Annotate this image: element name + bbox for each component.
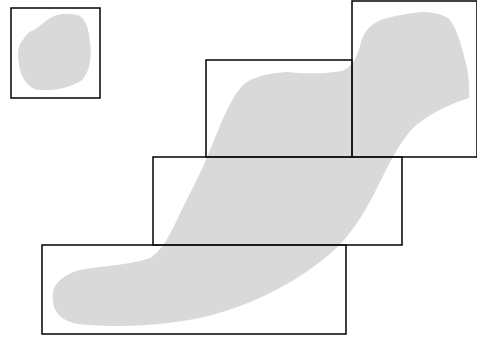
tile-boxes — [41, 0, 477, 335]
tile-box-bottom-left — [41, 244, 347, 335]
small-blob — [18, 13, 91, 91]
inset-group — [10, 7, 101, 99]
inset-box — [10, 7, 101, 99]
large-blob — [52, 12, 470, 326]
